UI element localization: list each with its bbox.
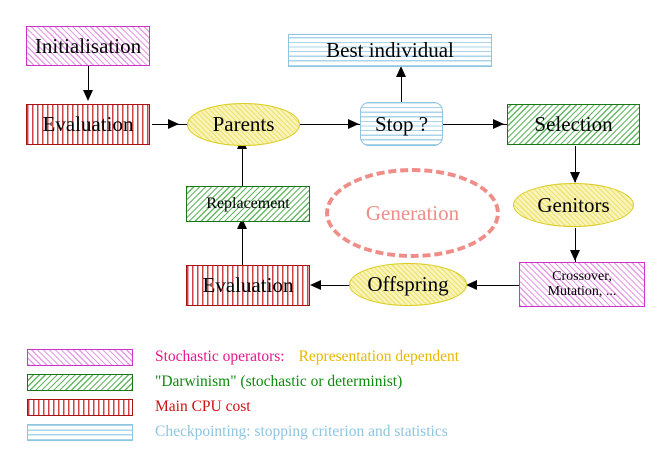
edge-initialisation-evaluation: [88, 66, 90, 98]
node-crossover-label-line1: Crossover,: [552, 268, 612, 284]
arrowhead-right-parents: [168, 119, 179, 129]
edge-evaluation-replacement: [242, 222, 244, 266]
node-parents[interactable]: Parents: [187, 103, 300, 146]
arrowhead-down-genitors: [570, 172, 580, 183]
node-best-individual[interactable]: Best individual: [288, 34, 492, 67]
node-genitors[interactable]: Genitors: [513, 183, 634, 227]
node-initialisation[interactable]: Initialisation: [26, 26, 150, 66]
legend-label-darwinism-text: "Darwinism" (stochastic or determinist): [155, 373, 403, 390]
legend-swatch-blue-horizontal-hatch: [27, 423, 133, 441]
legend-label-stochastic-text2: Representation dependent: [298, 348, 460, 365]
edge-stop-best-individual: [401, 70, 403, 102]
node-genitors-label: Genitors: [537, 192, 610, 217]
node-evaluation-bottom[interactable]: Evaluation: [186, 265, 310, 306]
node-crossover-mutation[interactable]: Crossover, Mutation, ...: [519, 262, 645, 307]
arrowhead-left-offspring: [466, 280, 477, 290]
node-selection[interactable]: Selection: [507, 104, 640, 145]
legend-label-stochastic-text: Stochastic operators:: [155, 348, 285, 365]
legend-swatch-green-diagonal-hatch: [27, 373, 133, 391]
edge-parents-stop: [300, 124, 362, 126]
node-replacement[interactable]: Replacement: [186, 186, 310, 222]
node-parents-label: Parents: [212, 112, 275, 137]
arrowhead-right-stop: [348, 119, 359, 129]
arrowhead-up-best-individual: [396, 66, 406, 77]
node-offspring-label: Offspring: [367, 272, 449, 297]
legend-label-stochastic: Stochastic operators: Representation depe…: [155, 348, 459, 366]
arrowhead-up-replacement: [237, 218, 247, 229]
arrowhead-down-crossover: [570, 250, 580, 261]
legend-label-cpu-cost: Main CPU cost: [155, 398, 251, 416]
arrowhead-left-evaluation-bottom: [310, 280, 321, 290]
node-selection-label: Selection: [534, 112, 613, 137]
node-stop[interactable]: Stop ?: [360, 102, 443, 146]
node-evaluation-top[interactable]: Evaluation: [26, 104, 150, 145]
node-evaluation-bottom-label: Evaluation: [202, 273, 294, 298]
legend-label-darwinism: "Darwinism" (stochastic or determinist): [155, 373, 402, 391]
legend-row-darwinism: "Darwinism" (stochastic or determinist): [27, 373, 402, 391]
legend-label-cpu-cost-text: Main CPU cost: [155, 398, 251, 415]
legend-row-cpu-cost: Main CPU cost: [27, 398, 251, 416]
edge-stop-selection: [443, 124, 509, 126]
node-offspring[interactable]: Offspring: [349, 263, 467, 306]
legend-row-checkpointing: Checkpointing: stopping criterion and st…: [27, 423, 448, 441]
node-evaluation-top-label: Evaluation: [42, 112, 134, 137]
legend-label-checkpointing: Checkpointing: stopping criterion and st…: [155, 423, 448, 441]
node-crossover-label-line2: Mutation, ...: [547, 283, 617, 299]
arrowhead-right-selection: [493, 119, 504, 129]
edge-offspring-evaluation: [313, 285, 361, 287]
node-initialisation-label: Initialisation: [34, 33, 142, 58]
node-generation: Generation: [325, 168, 500, 258]
edge-replacement-parents: [242, 142, 244, 186]
edge-crossover-offspring: [470, 285, 520, 287]
legend-swatch-magenta-diagonal-hatch: [27, 348, 133, 366]
legend-label-checkpointing-text: Checkpointing: stopping criterion and st…: [155, 423, 448, 440]
node-best-individual-label: Best individual: [326, 38, 454, 63]
legend-swatch-red-vertical-hatch: [27, 398, 133, 416]
edge-selection-genitors: [575, 146, 577, 182]
edge-genitors-crossover: [575, 228, 577, 262]
legend-row-stochastic: Stochastic operators: Representation depe…: [27, 348, 459, 366]
arrowhead-down-initialisation: [83, 90, 93, 101]
node-stop-label: Stop ?: [374, 111, 429, 136]
node-replacement-label: Replacement: [206, 194, 290, 212]
node-generation-label: Generation: [365, 200, 460, 225]
